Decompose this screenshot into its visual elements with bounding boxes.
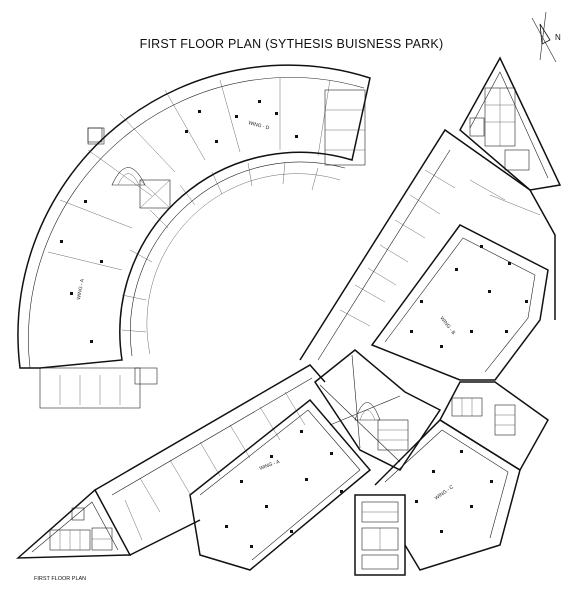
plan-title: FIRST FLOOR PLAN (SYTHESIS BUISNESS PARK… [139,37,444,51]
wing-a-label: WING - A [259,459,282,472]
wing-e-block [459,56,562,191]
lower-left-triangle [15,488,132,559]
toilet-block-right [439,381,549,472]
north-label: N [555,33,561,42]
wing-d-label: WING - D [247,120,270,132]
projection [87,127,105,145]
north-arrow-icon: N [531,11,561,63]
wing-c-label: WING - C [434,484,456,502]
wing-d-block: WING - D WING - A [17,64,371,409]
upper-right-arm [299,128,556,361]
lower-corridor-arm [94,364,326,556]
central-atrium [313,349,442,471]
wing-a-upper-label: WING - A [76,278,86,300]
wing-b-label: WING - B [438,316,456,337]
wing-b-block: WING - B [370,224,549,381]
lower-core [354,494,406,576]
footer-plan-label: FIRST FLOOR PLAN [34,576,87,582]
